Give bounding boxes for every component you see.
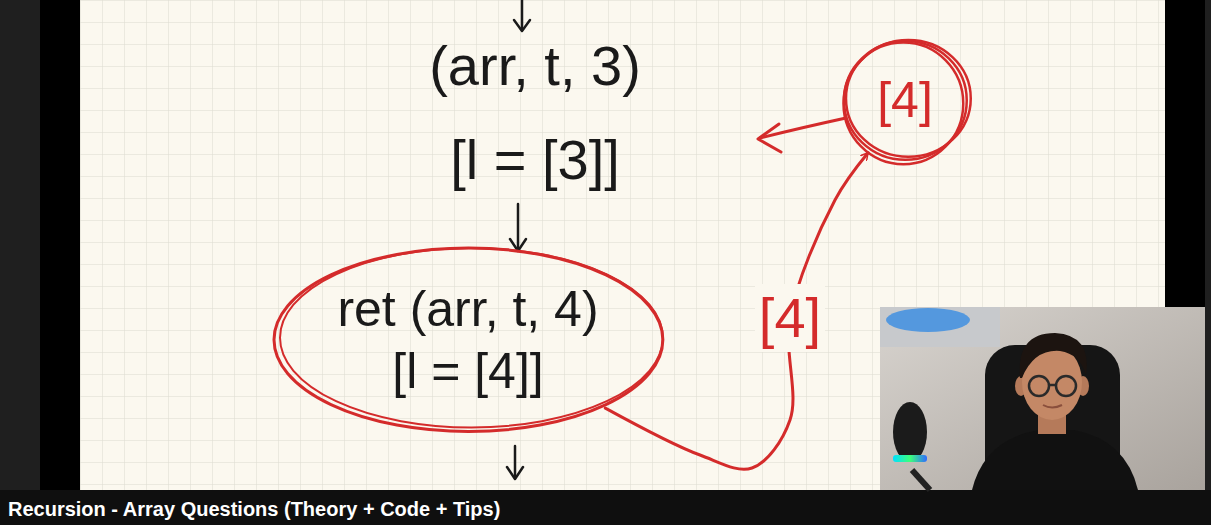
glasses-bridge — [1049, 384, 1056, 387]
webcam-wall — [880, 307, 1205, 490]
microphone — [893, 402, 927, 462]
return-connector — [605, 153, 868, 470]
list-state: [l = [3]] — [450, 125, 620, 195]
recursive-call-ellipse: ret (arr, t, 4)[l = [4]] — [271, 245, 666, 435]
mouth — [1043, 405, 1062, 408]
mic-arm — [912, 470, 930, 490]
node-text-group: ret (arr, t, 4)[l = [4]] — [337, 278, 598, 403]
node-text: ret (arr, t, 4) — [337, 278, 598, 341]
red-return-arrow — [758, 118, 846, 152]
down-arrow-head — [507, 467, 523, 479]
webcam-shelf — [880, 307, 1000, 347]
node-text: [4] — [877, 69, 933, 132]
blue-light — [886, 308, 970, 332]
down-arrow-line — [517, 204, 520, 250]
webcam-overlay — [880, 307, 1205, 490]
paper — [80, 0, 1165, 490]
node-text: [l = [4]] — [392, 340, 543, 403]
paper-grid — [80, 0, 1165, 490]
glasses-lens — [1056, 376, 1076, 396]
glasses — [1029, 376, 1076, 396]
return-arrow-head — [758, 124, 781, 152]
left-black-band — [40, 0, 80, 490]
ellipse-outline — [274, 248, 663, 432]
glasses-lens — [1029, 376, 1049, 396]
shirt — [972, 430, 1138, 490]
mic-rgb-ring — [893, 455, 927, 462]
video-title: Recursion - Array Questions (Theory + Co… — [8, 497, 500, 521]
title-bar — [0, 490, 1211, 525]
node-text-group: [4] — [877, 69, 933, 132]
returned-value: [4] — [755, 284, 825, 351]
circle-outline — [843, 42, 963, 164]
ellipse-outline — [280, 248, 663, 428]
down-arrow-line — [521, 0, 524, 30]
hair — [1020, 333, 1087, 378]
down-arrow-head — [514, 20, 530, 31]
node-outline — [271, 245, 666, 435]
down-arrow-line — [514, 446, 517, 478]
call-arguments: (arr, t, 3) — [429, 31, 641, 101]
circled-result: [4] — [841, 36, 970, 165]
